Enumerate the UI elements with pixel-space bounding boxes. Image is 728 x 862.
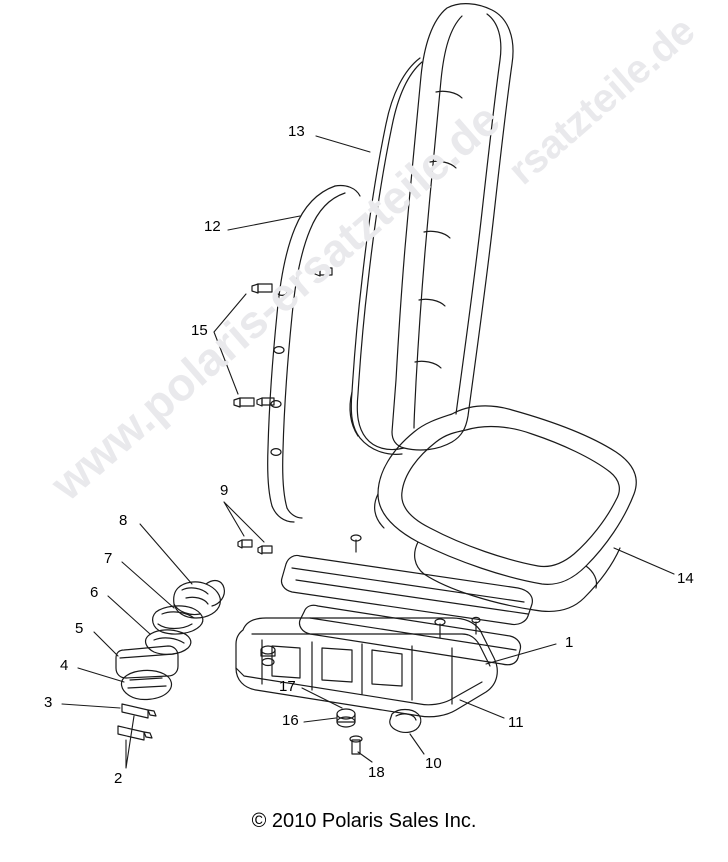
fasteners-9 — [237, 534, 481, 639]
hardware-16 — [336, 708, 356, 728]
callout-4: 4 — [60, 657, 69, 674]
callout-10: 10 — [425, 755, 442, 772]
callout-3: 3 — [44, 694, 53, 711]
callout-2: 2 — [114, 770, 123, 787]
callout-11: 11 — [508, 714, 524, 731]
latch-assembly-8 — [173, 579, 225, 619]
bolt-set-15 — [233, 267, 333, 408]
copyright-notice: © 2010 Polaris Sales Inc. — [251, 810, 477, 832]
seat-base-pan — [235, 617, 498, 718]
callout-5: 5 — [75, 620, 84, 637]
seat-back-frame-hoop — [267, 184, 361, 523]
bolts-2-3 — [117, 703, 157, 741]
hardware-18 — [349, 735, 363, 755]
callout-6: 6 — [90, 584, 99, 601]
seat-slide-rails — [280, 554, 533, 666]
callout-15: 15 — [191, 322, 208, 339]
callout-12: 12 — [204, 218, 221, 235]
seat-back-cushion — [391, 3, 514, 451]
callout-18: 18 — [368, 764, 385, 781]
hoop-fasteners — [270, 288, 288, 457]
callout-8: 8 — [119, 512, 128, 529]
plate-5 — [115, 645, 179, 679]
leader-lines — [61, 135, 675, 769]
hinge-bracket-4 — [120, 669, 173, 701]
callout-7: 7 — [104, 550, 113, 567]
bracket-7 — [152, 605, 204, 635]
hardware-10 — [389, 708, 422, 733]
callout-14: 14 — [677, 570, 694, 587]
callout-17: 17 — [279, 678, 296, 695]
callout-9: 9 — [220, 482, 229, 499]
callout-1: 1 — [565, 634, 574, 651]
callout-16: 16 — [282, 712, 299, 729]
seat-back-shell — [349, 57, 423, 455]
hardware-17 — [260, 645, 276, 667]
seat-bottom-cushion — [374, 405, 637, 613]
callout-13: 13 — [288, 123, 305, 140]
